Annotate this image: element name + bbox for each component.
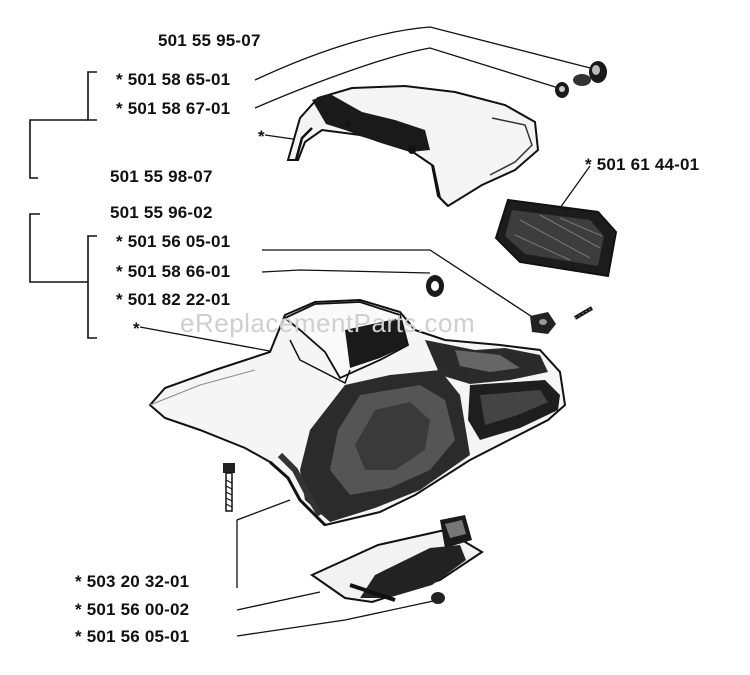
bottom-plate-drawing (309, 515, 484, 604)
label-501-55-98-07: 501 55 98-07 (110, 167, 213, 186)
label-501-55-95-07: 501 55 95-07 (158, 31, 261, 50)
label-501-58-67-01: * 501 58 67-01 (116, 99, 231, 118)
label-501-56-05-01-b: * 501 56 05-01 (75, 627, 190, 646)
top-cover-drawing (286, 84, 540, 208)
knob-drawing (555, 61, 607, 98)
label-asterisk-mid: * (133, 319, 140, 338)
label-501-58-66-01: * 501 58 66-01 (116, 262, 231, 281)
bolt-drawing (223, 463, 235, 512)
label-501-56-05-01-a: * 501 56 05-01 (116, 232, 231, 251)
label-501-55-96-02: 501 55 96-02 (110, 203, 213, 222)
main-housing-drawing (148, 298, 567, 527)
label-503-20-32-01: * 503 20 32-01 (75, 572, 190, 591)
label-501-82-22-01: * 501 82 22-01 (116, 290, 231, 309)
label-501-56-00-02: * 501 56 00-02 (75, 600, 190, 619)
leader-lines (139, 26, 599, 637)
label-501-58-65-01: * 501 58 65-01 (116, 70, 231, 89)
ring-drawing (426, 275, 444, 297)
label-asterisk-top: * (258, 127, 265, 146)
label-501-61-44-01: * 501 61 44-01 (585, 155, 700, 174)
bracket-lines (29, 71, 97, 339)
air-filter-drawing (494, 198, 618, 278)
watermark: eReplacementParts.com (180, 308, 476, 338)
nut-drawing (530, 306, 594, 334)
